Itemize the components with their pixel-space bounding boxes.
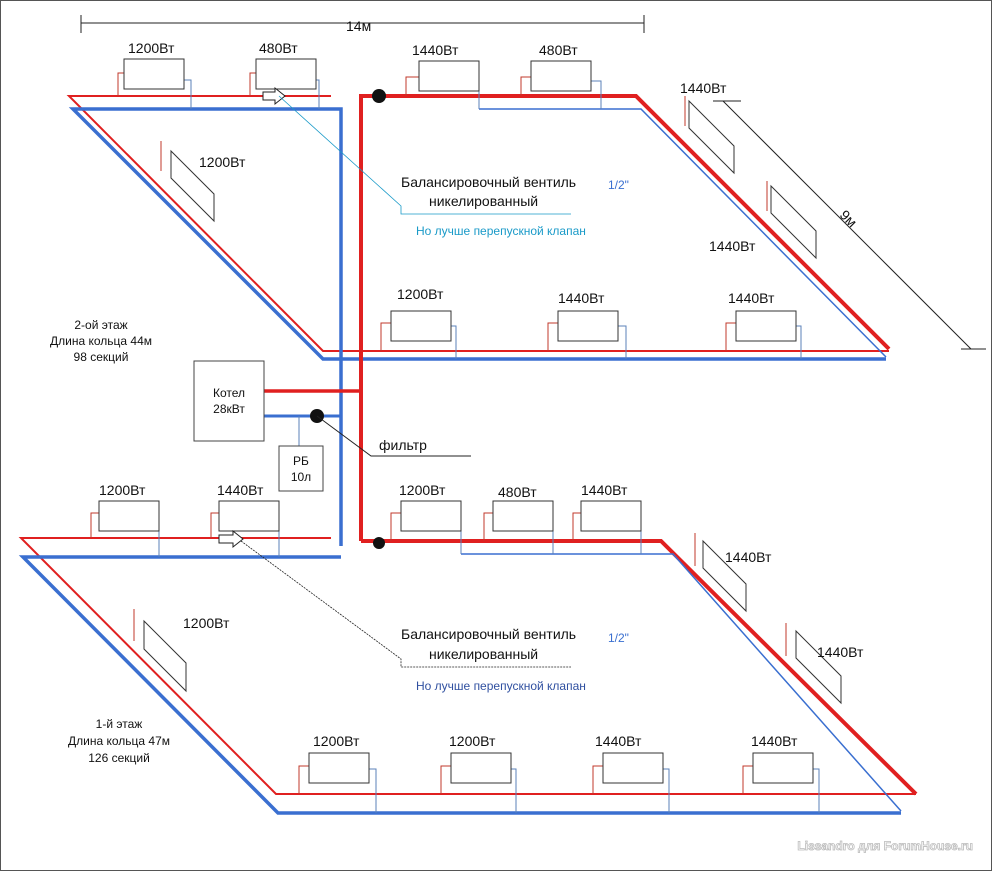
radiator [688, 99, 735, 175]
floor1-ring-length: Длина кольца 47м [68, 734, 170, 748]
radiator [735, 310, 797, 342]
radiator-label: 1440Вт [817, 644, 864, 660]
radiator [580, 500, 642, 532]
radiator-label: 1440Вт [680, 80, 727, 96]
radiator [308, 752, 370, 784]
balancing-valve-icon [262, 86, 286, 106]
radiator-label: 1200Вт [128, 40, 175, 56]
radiator-label: 1440Вт [728, 290, 775, 306]
radiator-label: 1440Вт [595, 733, 642, 749]
floor1-radiator-labels: 1200Вт 1440Вт 1200Вт 480Вт 1440Вт 1440Вт… [99, 482, 864, 749]
floor1-valve-alt: Но лучше перепускной клапан [416, 679, 586, 693]
junction-dot [372, 89, 386, 103]
floor1-title: 1-й этаж [96, 717, 143, 731]
radiator-label: 480Вт [539, 42, 578, 58]
tank-name: РБ [293, 454, 309, 468]
radiator-label: 1440Вт [725, 549, 772, 565]
radiator-label: 1200Вт [313, 733, 360, 749]
radiator [170, 149, 215, 223]
dimension-width-label: 9м [837, 207, 861, 231]
floor2-valve-line1: Балансировочный вентиль [401, 174, 576, 190]
floor2-valve-line2: никелированный [429, 193, 538, 209]
floor1-valve-line1: Балансировочный вентиль [401, 626, 576, 642]
radiator-label: 1440Вт [751, 733, 798, 749]
filter-label: фильтр [379, 437, 427, 453]
floor2-radiators [117, 58, 817, 359]
floor2-valve-alt: Но лучше перепускной клапан [416, 224, 586, 238]
floor2-title: 2-ой этаж [74, 318, 127, 332]
junction-dot [373, 537, 385, 549]
radiator [390, 310, 452, 342]
radiator-label: 1440Вт [581, 482, 628, 498]
tank-volume: 10л [291, 470, 311, 484]
radiator [530, 60, 592, 92]
radiator-label: 1200Вт [397, 286, 444, 302]
boiler-name: Котел [213, 386, 245, 400]
dimension-length-label: 14м [346, 18, 371, 34]
radiator [770, 184, 817, 260]
radiator-label: 1200Вт [449, 733, 496, 749]
radiator [702, 539, 747, 613]
radiator [123, 58, 185, 90]
radiator-label: 1200Вт [183, 615, 230, 631]
radiator-label: 480Вт [259, 40, 298, 56]
radiator [400, 500, 462, 532]
radiator-label: 1200Вт [99, 482, 146, 498]
radiator [795, 629, 842, 705]
radiator [255, 58, 317, 90]
radiator [450, 752, 512, 784]
radiator-label: 1200Вт [199, 154, 246, 170]
radiator [557, 310, 619, 342]
floor1-radiators [90, 500, 842, 813]
floor1-sections: 126 секций [88, 751, 150, 765]
dimension-14m: 14м [80, 15, 645, 34]
radiator-label: 480Вт [498, 484, 537, 500]
radiator [143, 619, 187, 693]
watermark: Lissandro для ForumHouse.ru [797, 839, 973, 853]
radiator [418, 60, 480, 92]
radiator [98, 500, 160, 532]
floor2-sections: 98 секций [74, 350, 129, 364]
boiler-power: 28кВт [213, 402, 245, 416]
radiator-label: 1440Вт [709, 238, 756, 254]
floor2-radiator-labels: 1200Вт 480Вт 1440Вт 480Вт 1440Вт 1440Вт … [128, 40, 775, 306]
radiator-label: 1440Вт [217, 482, 264, 498]
floor2-valve-size: 1/2" [608, 178, 629, 192]
floor2-ring-length: Длина кольца 44м [50, 334, 152, 348]
radiator-label: 1440Вт [412, 42, 459, 58]
balancing-valve-icon [218, 529, 244, 549]
floor1-valve-line2: никелированный [429, 646, 538, 662]
expansion-tank [278, 445, 324, 492]
radiator [602, 752, 664, 784]
radiator [752, 752, 814, 784]
radiator [218, 500, 280, 532]
floor1-valve-size: 1/2" [608, 631, 629, 645]
floor2-pipes [66, 94, 891, 546]
radiator [492, 500, 554, 532]
radiator-label: 1440Вт [558, 290, 605, 306]
boiler [193, 360, 265, 442]
radiator-label: 1200Вт [399, 482, 446, 498]
